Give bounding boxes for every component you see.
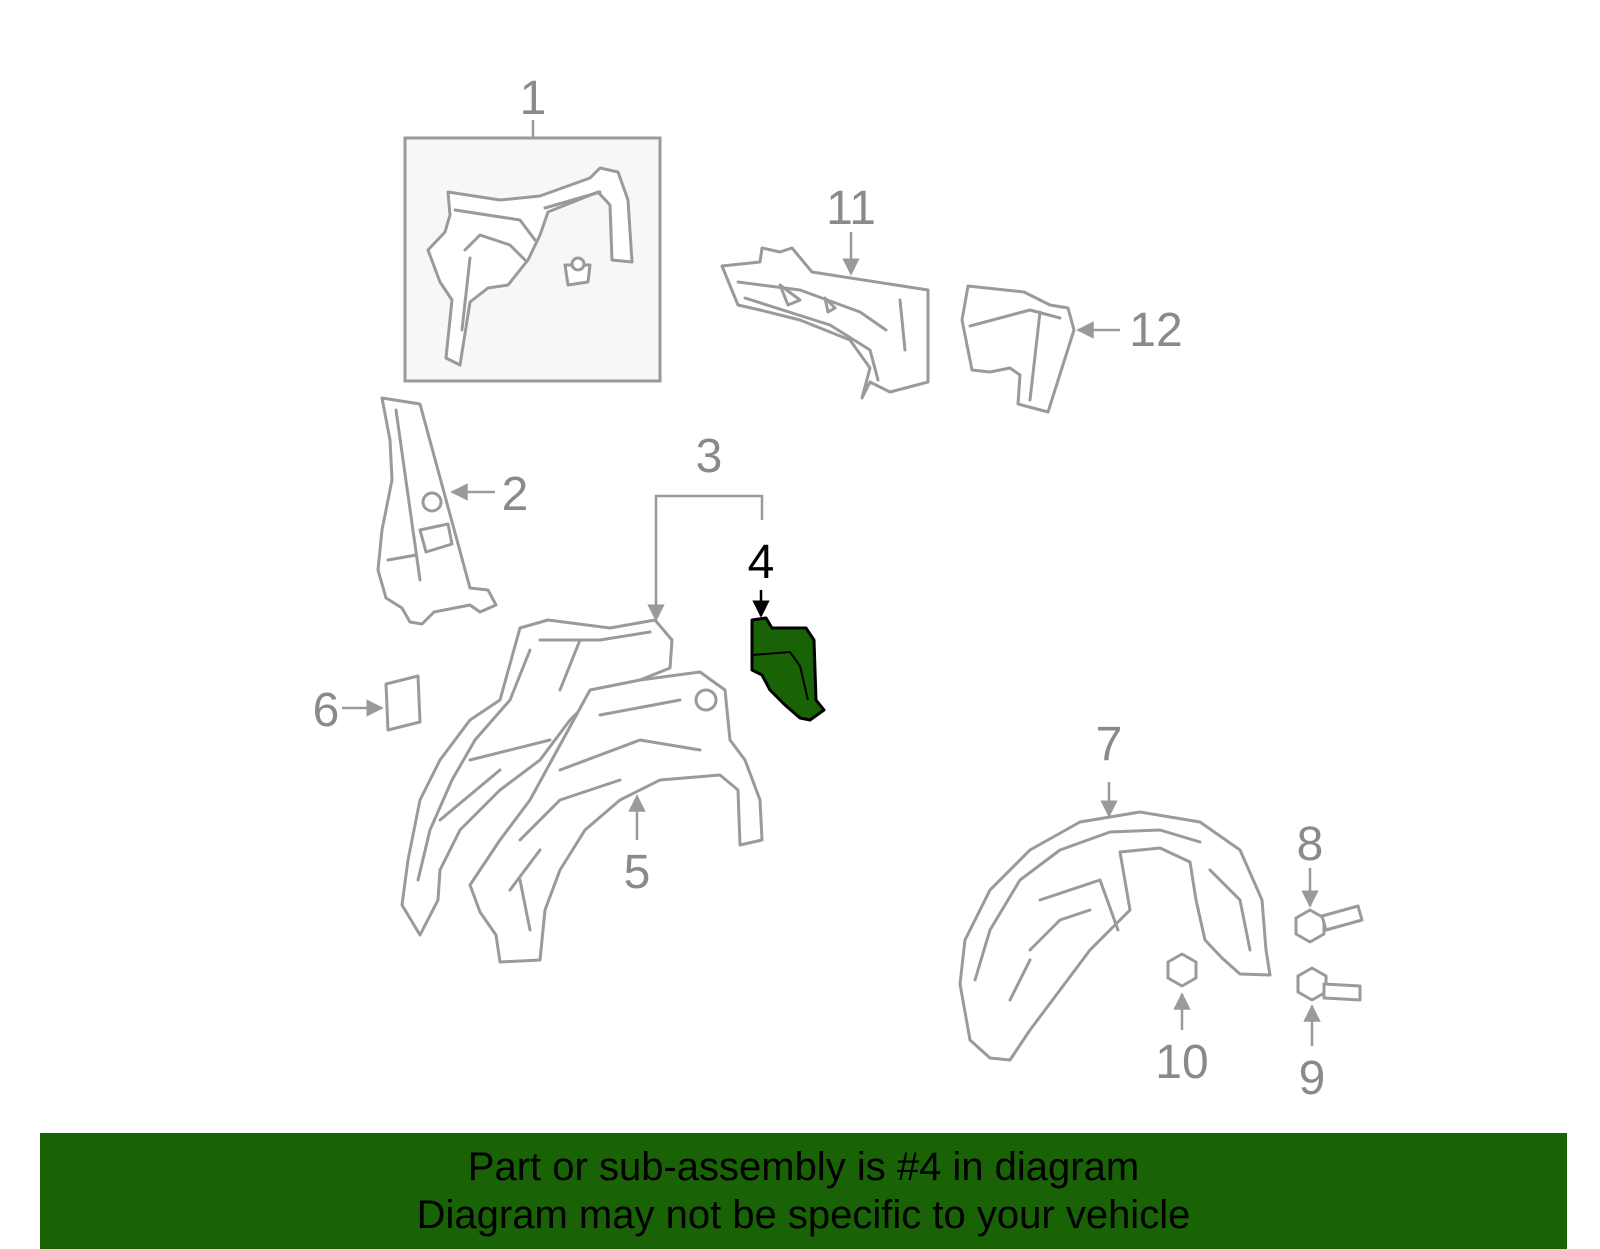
part-4-highlighted[interactable] [750,616,826,722]
info-banner: Part or sub-assembly is #4 in diagram Di… [40,1133,1567,1249]
part-12[interactable] [960,284,1076,414]
callout-1: 1 [520,72,547,125]
part-9-bolt[interactable] [1296,966,1362,1002]
part-5-inner-wheelhouse[interactable] [468,670,764,964]
callout-5: 5 [624,846,651,899]
callout-3: 3 [696,430,723,483]
callout-11: 11 [826,182,876,235]
callout-7: 7 [1096,718,1123,771]
banner-line-1: Part or sub-assembly is #4 in diagram [467,1145,1140,1189]
part-1-assembly[interactable] [403,136,662,383]
banner-line-2: Diagram may not be specific to your vehi… [416,1193,1191,1237]
part-7-mudguard[interactable] [958,810,1272,1062]
callout-9: 9 [1299,1052,1326,1105]
part-8-bolt[interactable] [1294,904,1364,944]
callout-12: 12 [1129,304,1182,357]
callout-10: 10 [1155,1036,1208,1089]
callout-4: 4 [748,536,775,589]
callout-2: 2 [502,468,529,521]
part-6[interactable] [384,674,422,732]
callout-6: 6 [313,684,340,737]
part-3-wheelhouse[interactable] [400,618,674,937]
callout-8: 8 [1297,818,1324,871]
part-2[interactable] [376,396,498,626]
part-10-nut[interactable] [1166,952,1198,988]
part-11[interactable] [720,246,930,400]
